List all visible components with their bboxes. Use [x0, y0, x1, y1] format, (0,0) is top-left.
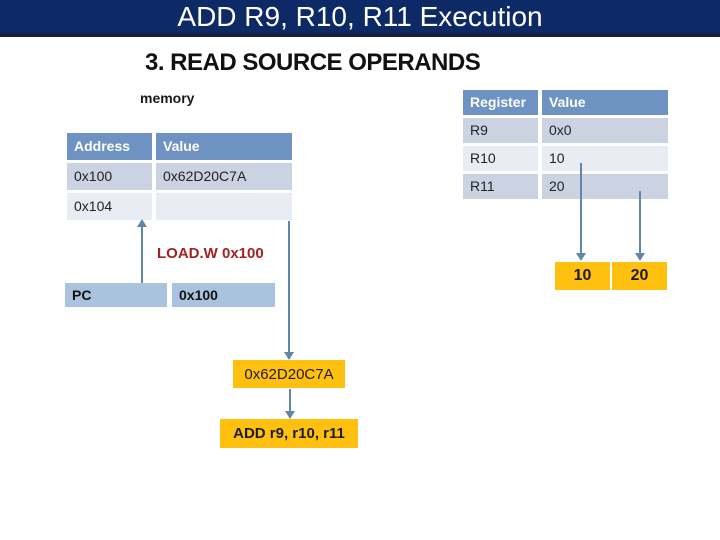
memory-cell-address: 0x104 — [67, 193, 152, 220]
register-cell-value: 10 — [542, 146, 668, 171]
register-cell-name: R9 — [463, 118, 538, 143]
register-row: R10 10 — [463, 146, 668, 171]
memory-label: memory — [140, 90, 195, 106]
register-cell-name: R11 — [463, 174, 538, 199]
memory-row: 0x104 — [67, 193, 292, 220]
load-instruction-label: LOAD.W 0x100 — [157, 245, 264, 262]
memory-cell-address: 0x100 — [67, 163, 152, 190]
memory-header-value: Value — [156, 133, 292, 160]
fetched-instruction-box: 0x62D20C7A — [233, 360, 345, 388]
pc-to-memory-arrow-line — [141, 226, 143, 283]
pc-register-box: PC — [65, 283, 167, 307]
memory-header-address: Address — [67, 133, 152, 160]
r11-to-operand-arrowhead-icon — [635, 253, 645, 261]
register-row: R9 0x0 — [463, 118, 668, 143]
memory-header-row: Address Value — [67, 133, 292, 160]
memory-table: Address Value 0x100 0x62D20C7A 0x104 — [67, 133, 292, 223]
pc-to-memory-arrowhead-icon — [137, 219, 147, 227]
memory-to-fetch-arrow-line — [288, 221, 290, 353]
register-header-value: Value — [542, 90, 668, 115]
register-table: Register Value R9 0x0 R10 10 R11 20 — [463, 90, 668, 202]
r11-to-operand-arrow-line — [639, 191, 641, 254]
slide-title: ADD R9, R10, R11 Execution — [0, 0, 720, 37]
register-header-register: Register — [463, 90, 538, 115]
slide-subtitle: 3. READ SOURCE OPERANDS — [145, 49, 481, 76]
memory-cell-value: 0x62D20C7A — [156, 163, 292, 190]
decoded-instruction-box: ADD r9, r10, r11 — [220, 419, 358, 448]
memory-cell-value — [156, 193, 292, 220]
register-cell-name: R10 — [463, 146, 538, 171]
fetch-to-decode-arrow-line — [289, 389, 291, 412]
pc-value-box: 0x100 — [172, 283, 275, 307]
r10-to-operand-arrowhead-icon — [576, 253, 586, 261]
operand1-box: 10 — [555, 262, 610, 290]
r10-to-operand-arrow-line — [580, 163, 582, 254]
operand2-box: 20 — [612, 262, 667, 290]
register-header-row: Register Value — [463, 90, 668, 115]
register-cell-value: 0x0 — [542, 118, 668, 143]
register-cell-value: 20 — [542, 174, 668, 199]
register-row: R11 20 — [463, 174, 668, 199]
fetch-to-decode-arrowhead-icon — [285, 411, 295, 419]
memory-row: 0x100 0x62D20C7A — [67, 163, 292, 190]
memory-to-fetch-arrowhead-icon — [284, 352, 294, 360]
